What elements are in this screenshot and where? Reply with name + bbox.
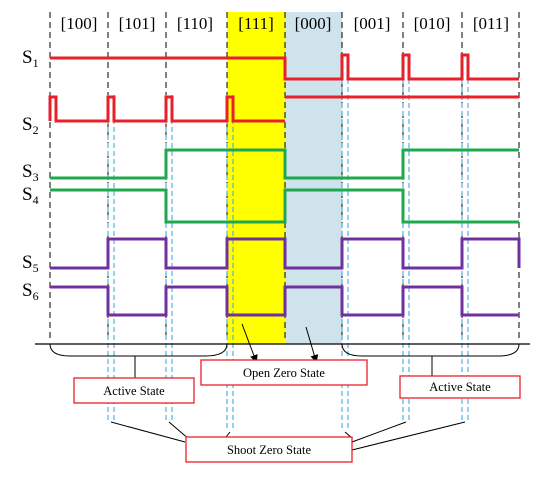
label-box-shoot-zero: Shoot Zero State [185, 436, 353, 463]
signal-labels: S1 S2 S3 S4 S5 S6 [22, 47, 39, 303]
grouping-brackets [49, 343, 520, 378]
label-box-active-left: Active State [73, 377, 195, 404]
arrow-from-111 [241, 323, 258, 363]
open-zero-arrows [241, 323, 319, 363]
state-label-111: [111] [238, 14, 274, 33]
signal-label-s1: S1 [22, 47, 39, 70]
active-state-left-label: Active State [103, 384, 165, 398]
signal-label-s6: S6 [22, 280, 39, 303]
connector-line [225, 431, 231, 438]
waveform-s1 [50, 53, 519, 81]
arrow-from-000 [305, 326, 319, 363]
state-label-001: [001] [354, 14, 391, 33]
waveform-s2 [48, 95, 285, 123]
label-box-border [73, 377, 195, 404]
state-label-100: [100] [61, 14, 98, 33]
waveform-s3 [50, 148, 519, 180]
label-box-border [200, 359, 368, 386]
waveform-s4 [50, 188, 519, 224]
state-label-000: [000] [295, 14, 332, 33]
signal-label-s2: S2 [22, 114, 39, 137]
state-label-010: [010] [414, 14, 451, 33]
label-box-border [185, 436, 353, 463]
signal-label-s3: S3 [22, 161, 39, 184]
waveform-s5 [50, 237, 521, 270]
state-headers: [100] [101] [110] [111] [000] [001] [010… [61, 14, 510, 33]
state-label-101: [101] [119, 14, 156, 33]
label-box-border [399, 375, 521, 399]
signal-label-s5: S5 [22, 252, 39, 275]
active-state-right-label: Active State [429, 380, 491, 394]
bracket-active-left [49, 343, 228, 357]
waveform-s6 [50, 285, 519, 317]
state-label-110: [110] [177, 14, 213, 33]
connector-line [110, 421, 186, 443]
waveforms [48, 53, 521, 317]
label-box-open-zero: Open Zero State [200, 359, 368, 386]
label-box-active-right: Active State [399, 375, 521, 399]
connector-line [351, 421, 407, 443]
bracket-active-right [341, 343, 520, 357]
open-zero-state-label: Open Zero State [243, 366, 325, 380]
shoot-zero-state-label: Shoot Zero State [227, 443, 311, 457]
signal-label-s4: S4 [22, 184, 39, 207]
open-zero-highlight [227, 12, 285, 344]
connector-line [351, 421, 466, 451]
state-label-011: [011] [473, 14, 509, 33]
